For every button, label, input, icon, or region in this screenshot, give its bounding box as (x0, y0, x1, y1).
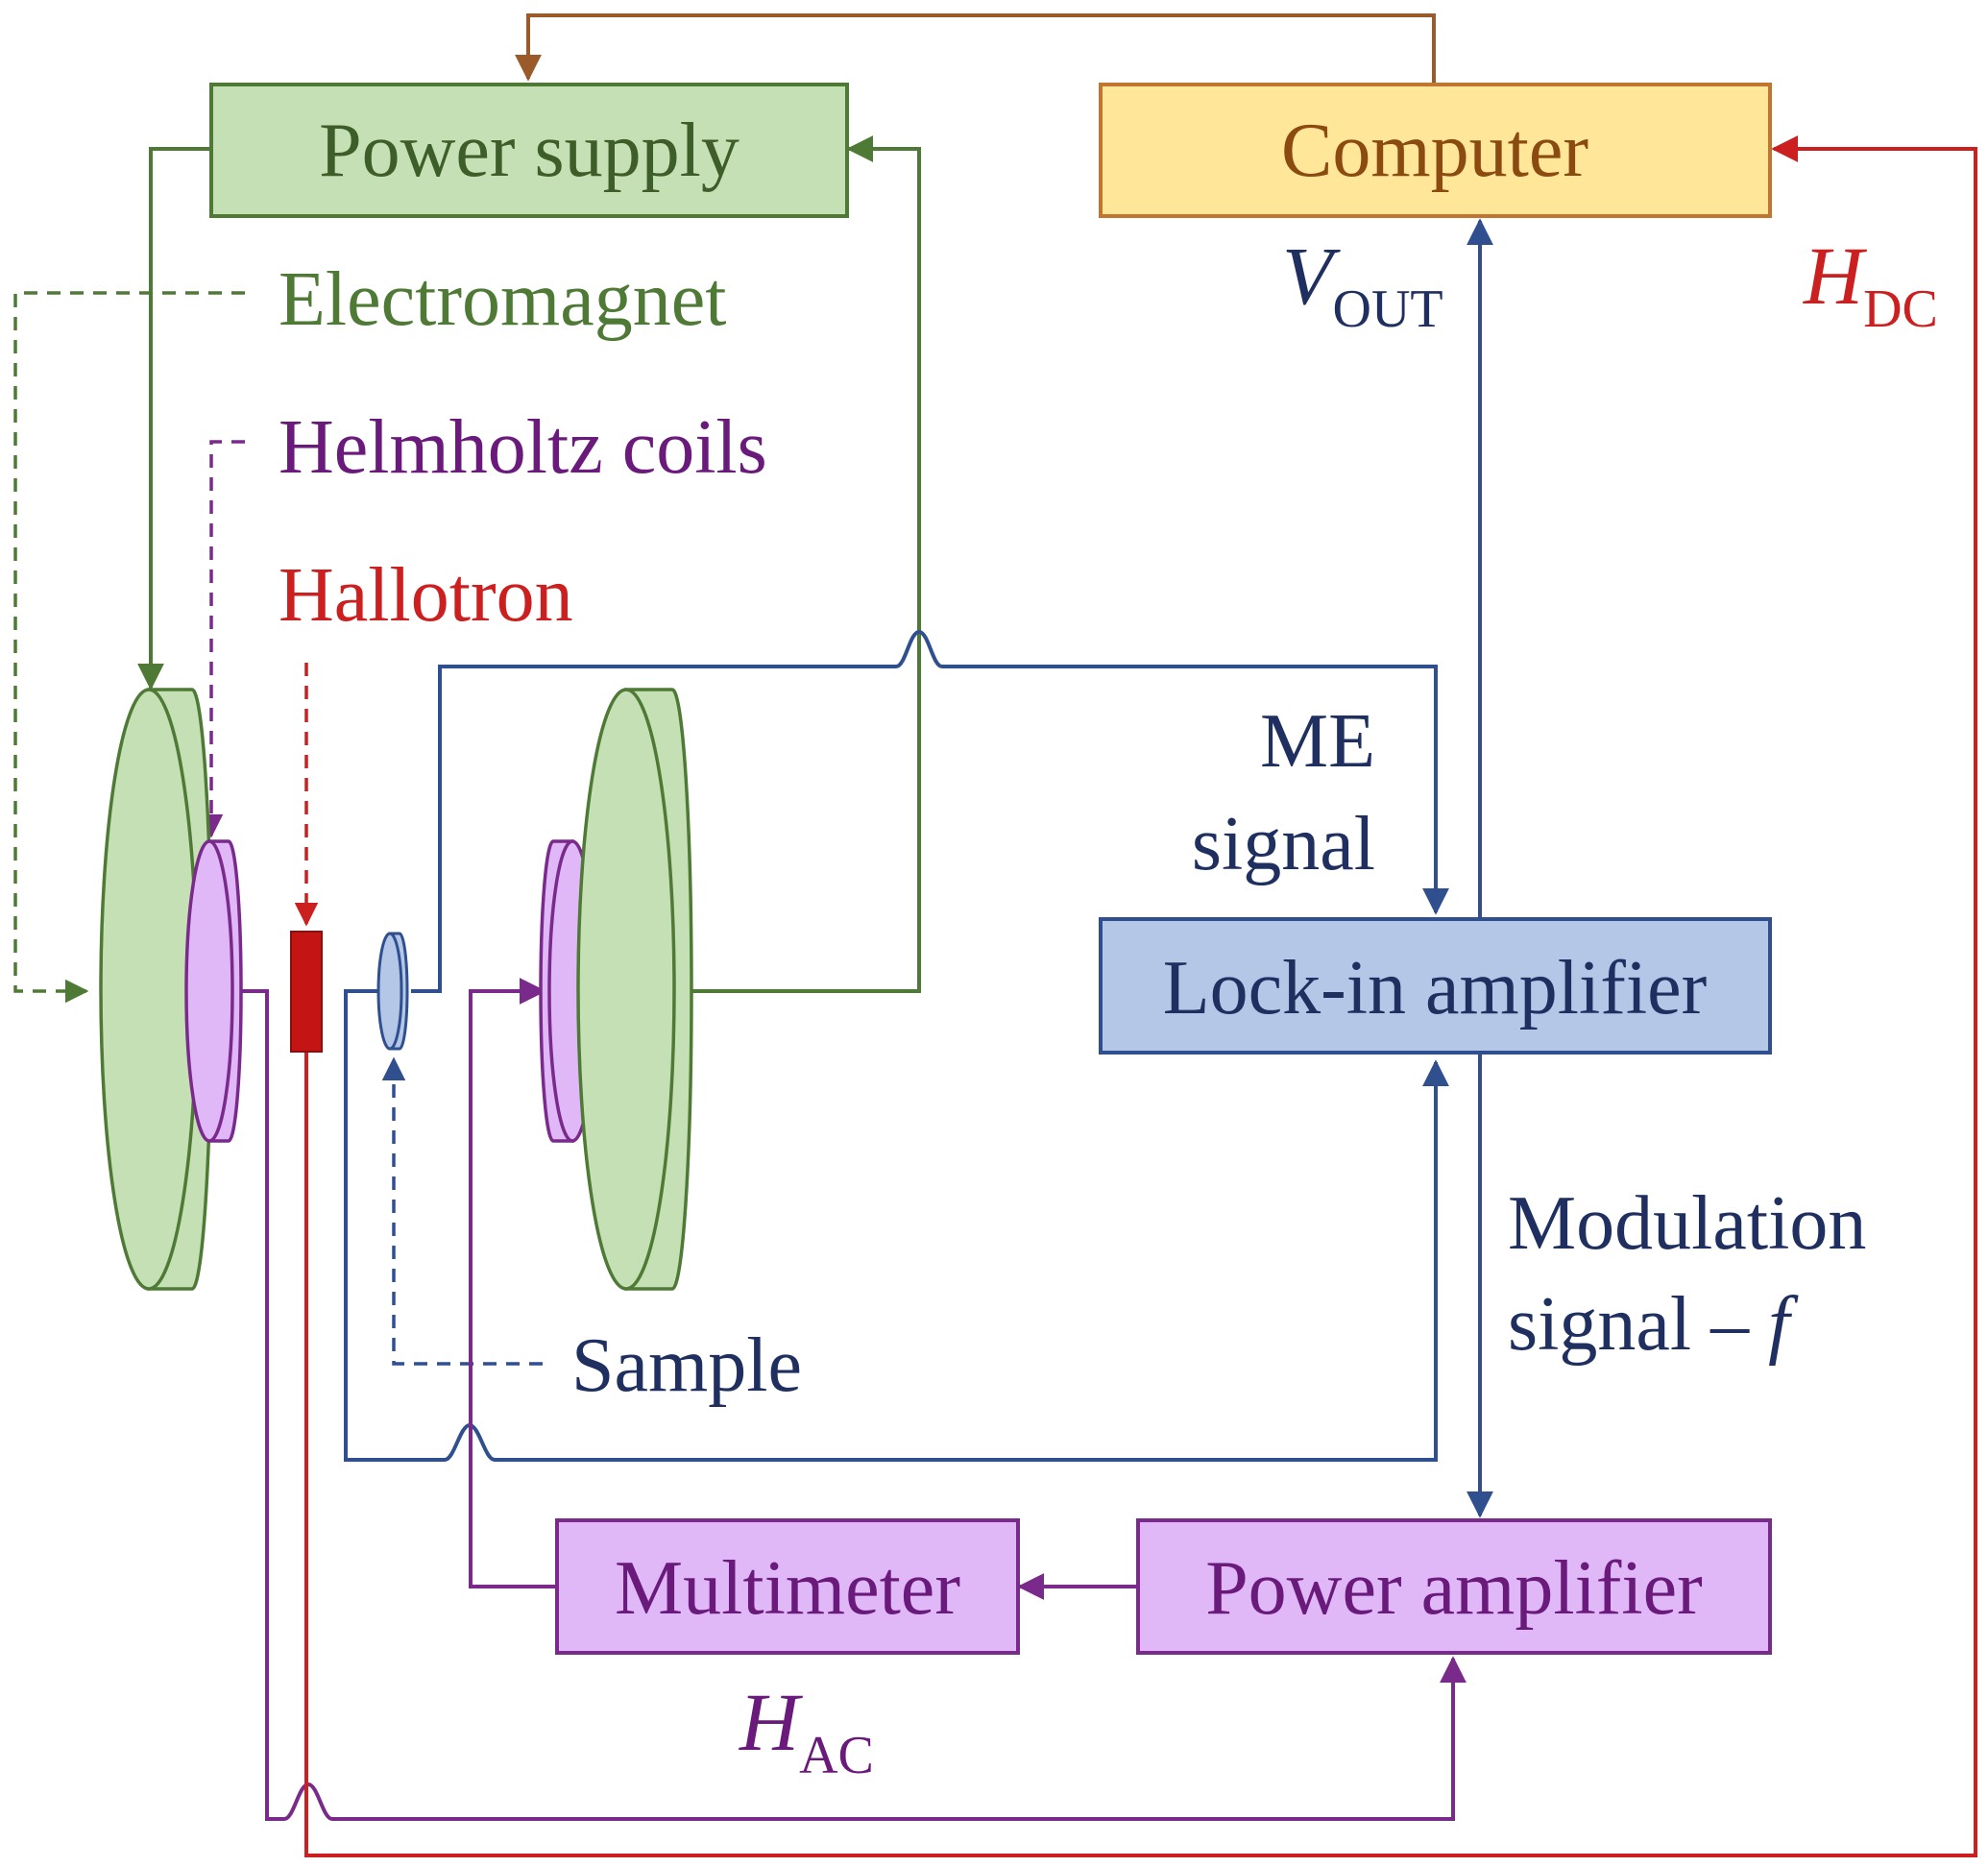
helmholtz-to-power-amp-wire (240, 989, 1467, 1821)
hdc-wire (304, 135, 1977, 1857)
me-signal-label-line1: ME (1260, 699, 1375, 784)
electromagnet-pointer (13, 291, 245, 1004)
left-helmholtz-coil (184, 839, 243, 1143)
hac-main: H (739, 1676, 803, 1768)
hallotron (290, 931, 323, 1053)
hac-label: HAC (739, 1676, 874, 1785)
modulation-label-line2: signal – f (1508, 1282, 1799, 1367)
right-electromagnet (576, 688, 693, 1291)
power-amplifier-box: Power amplifier (1136, 1518, 1772, 1655)
hdc-label: HDC (1803, 230, 1938, 339)
sample-label: Sample (571, 1323, 802, 1408)
me-signal-wire (411, 629, 1449, 993)
lockin-amplifier-label: Lock-in amplifier (1163, 946, 1707, 1030)
helmholtz-pointer (199, 440, 245, 838)
hallotron-label: Hallotron (279, 553, 573, 638)
multimeter-to-helmholtz-wire (469, 978, 557, 1588)
computer-label: Computer (1281, 109, 1588, 193)
power-supply-label: Power supply (319, 109, 739, 193)
reference-wire (344, 989, 1449, 1462)
helmholtz-coils-label: Helmholtz coils (279, 405, 767, 490)
computer-to-power-supply-wire (515, 13, 1436, 85)
power-supply-box: Power supply (209, 83, 849, 218)
hac-subscript: AC (799, 1726, 874, 1785)
hdc-main: H (1803, 230, 1867, 322)
power-amplifier-label: Power amplifier (1205, 1546, 1703, 1631)
multimeter-box: Multimeter (555, 1518, 1020, 1655)
electromagnet-label: Electromagnet (279, 257, 726, 342)
vout-label: VOUT (1282, 230, 1443, 339)
modulation-signal-text: signal – (1508, 1282, 1768, 1367)
sample-pointer (381, 1056, 543, 1366)
me-signal-label-line2: signal (1192, 802, 1375, 886)
sample (376, 932, 409, 1051)
computer-box: Computer (1099, 83, 1772, 218)
multimeter-label: Multimeter (615, 1546, 960, 1631)
lockin-amplifier-box: Lock-in amplifier (1099, 917, 1772, 1055)
modulation-frequency-symbol: f (1768, 1282, 1799, 1367)
modulation-label-line1: Modulation (1508, 1181, 1866, 1266)
right-magnet-to-power-supply-wire (690, 135, 921, 993)
power-supply-to-left-magnet-wire (137, 147, 211, 691)
vout-subscript: OUT (1333, 279, 1443, 339)
vout-main: V (1282, 230, 1341, 322)
hdc-subscript: DC (1863, 279, 1938, 339)
